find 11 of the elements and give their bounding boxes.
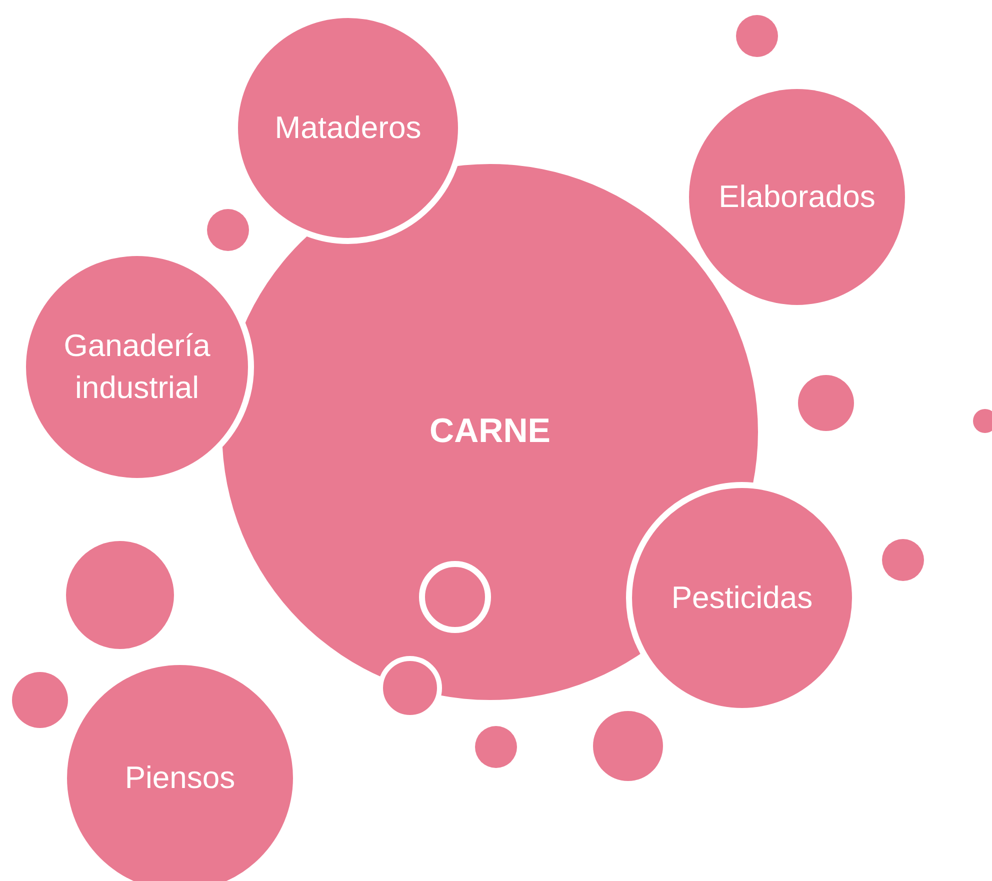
bubble-label: CARNE (428, 411, 552, 452)
bubble (973, 409, 992, 433)
bubble-label: Mataderos (274, 109, 422, 148)
bubble-label: Ganadería industrial (62, 327, 212, 407)
bubble-label: Piensos (124, 759, 236, 798)
bubble-label: Pesticidas (670, 579, 814, 618)
bubble-label: Elaborados (718, 178, 876, 216)
bubble (207, 209, 249, 251)
bubble (882, 539, 924, 581)
bubble (736, 15, 778, 57)
bubble (475, 726, 517, 768)
